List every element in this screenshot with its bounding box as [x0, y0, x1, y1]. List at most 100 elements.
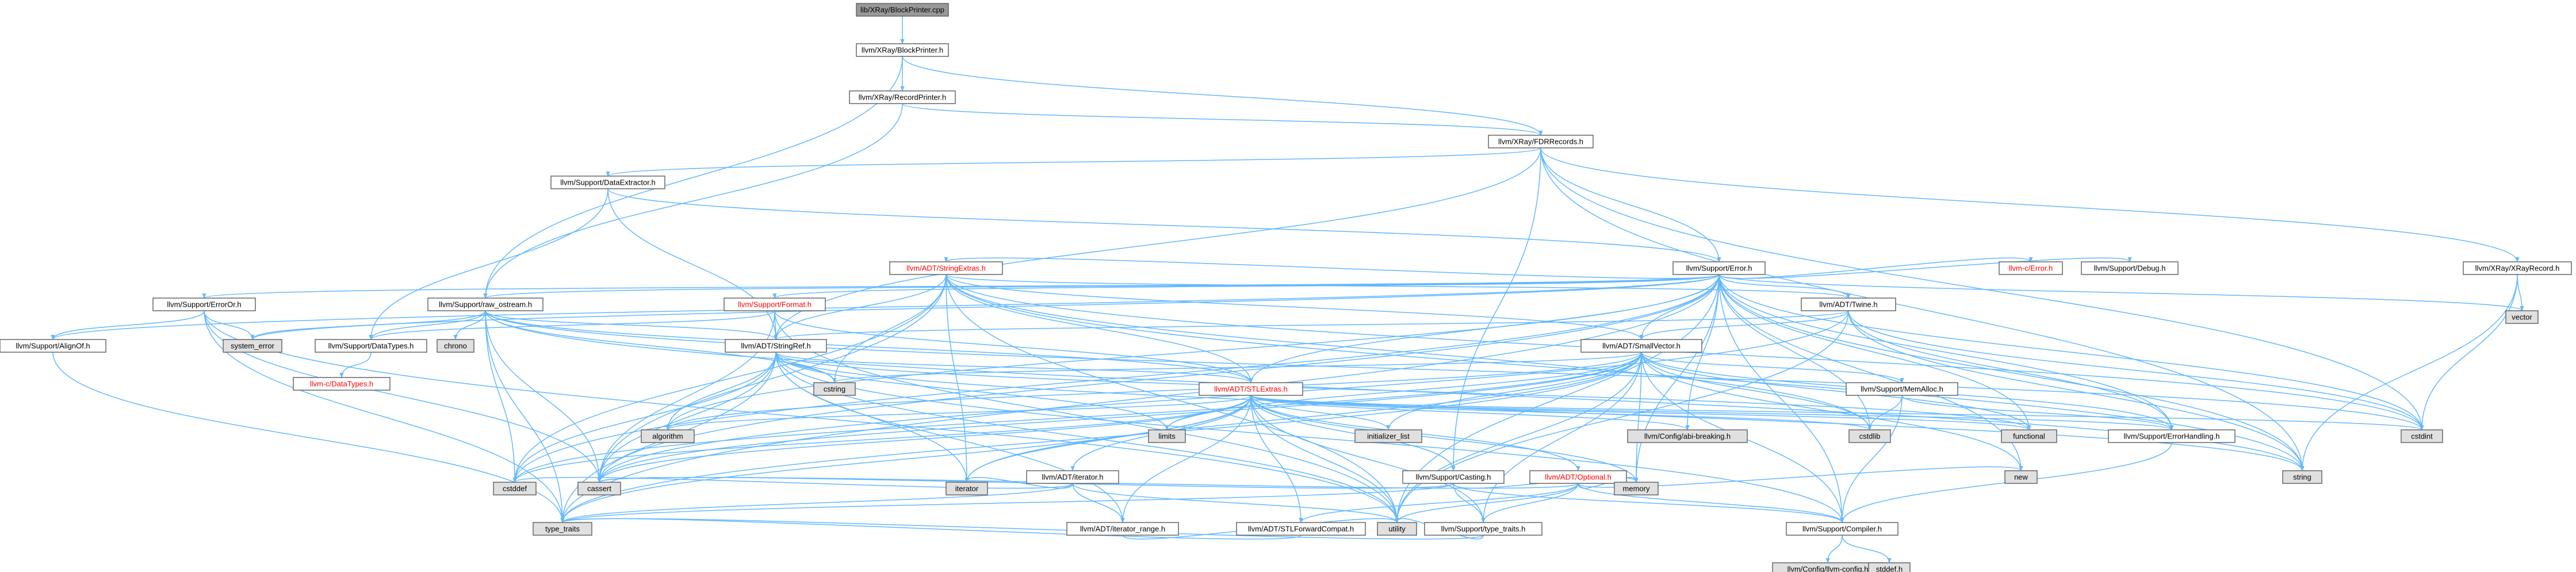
- edge-xrr-to-cstdint: [2420, 274, 2518, 430]
- node-chrono: chrono: [437, 339, 474, 353]
- node-triple[interactable]: llvm/ADT/Twine.h: [1801, 298, 1896, 311]
- edge-err-to-cerr: [1718, 257, 2033, 279]
- node-itrange[interactable]: llvm/ADT/iterator_range.h: [1066, 522, 1179, 536]
- node-label: llvm/Config/abi-breaking.h: [1644, 432, 1731, 440]
- edge-rp-to-ros: [483, 103, 903, 299]
- node-dt[interactable]: llvm/Support/DataTypes.h: [315, 339, 427, 353]
- node-sv[interactable]: llvm/ADT/SmallVector.h: [1580, 339, 1702, 353]
- edge-stl-to-cstddef: [512, 395, 1251, 483]
- node-functional: functional: [2001, 429, 2057, 443]
- edge-eo-to-cassert: [204, 310, 602, 483]
- edge-triple-to-string: [1848, 310, 2305, 471]
- edge-ros-to-stl: [485, 310, 1253, 383]
- node-label: memory: [1623, 484, 1650, 493]
- node-box: [2001, 429, 2057, 443]
- node-de[interactable]: llvm/Support/DataExtractor.h: [550, 176, 665, 189]
- node-memory: memory: [1614, 482, 1659, 495]
- node-cdt[interactable]: llvm-c/DataTypes.h: [293, 377, 391, 391]
- edge-triple-to-sv: [1639, 310, 1849, 340]
- edge-sv-to-algorithm: [665, 352, 1642, 430]
- node-se[interactable]: llvm/ADT/StringExtras.h: [889, 261, 1003, 275]
- edge-triple-to-cassert: [597, 310, 1849, 483]
- edge-stl-to-stlfwd: [1250, 395, 1303, 523]
- edge-se-to-cstdlib: [946, 274, 1872, 430]
- node-label: cstdint: [2411, 432, 2433, 440]
- node-box: [2108, 429, 2236, 443]
- node-stddef: stddef.h: [1868, 562, 1911, 572]
- node-label: stddef.h: [1876, 565, 1903, 572]
- node-typetraits_h[interactable]: llvm/Support/type_traits.h: [1424, 522, 1542, 536]
- edge-se-to-utility: [946, 274, 1399, 523]
- node-fmt[interactable]: llvm/Support/Format.h: [724, 298, 826, 311]
- edge-err-to-triple: [1718, 274, 1851, 299]
- edge-fdr-to-de: [606, 147, 1541, 177]
- node-iter[interactable]: llvm/ADT/iterator.h: [1026, 470, 1119, 484]
- node-box: [856, 3, 949, 17]
- node-box: [725, 339, 827, 353]
- edge-eo-to-align: [51, 310, 205, 340]
- node-malloc[interactable]: llvm/Support/MemAlloc.h: [1846, 382, 1958, 396]
- edge-opt-to-new: [1578, 466, 2023, 488]
- edge-stl-to-cstdint: [1250, 395, 2424, 430]
- node-label: llvm/ADT/STLForwardCompat.h: [1248, 524, 1354, 533]
- node-label: vector: [2512, 312, 2532, 321]
- node-align[interactable]: llvm/Support/AlignOf.h: [0, 339, 106, 353]
- node-label: system_error: [231, 341, 275, 350]
- node-label: initializer_list: [1367, 432, 1410, 440]
- node-cast[interactable]: llvm/Support/Casting.h: [1402, 470, 1505, 484]
- edge-se-to-cassert: [597, 274, 947, 483]
- edge-err-to-errh: [1718, 274, 2174, 430]
- node-algorithm: algorithm: [641, 429, 695, 443]
- edge-de-to-dt: [369, 188, 608, 340]
- node-stlfwd[interactable]: llvm/ADT/STLForwardCompat.h: [1236, 522, 1366, 536]
- node-box: [1529, 470, 1627, 484]
- node-compiler[interactable]: llvm/Support/Compiler.h: [1786, 522, 1898, 536]
- edge-sv-to-typetraits_h: [1481, 352, 1642, 523]
- edge-se-to-sv: [946, 274, 1644, 340]
- node-label: llvm/XRay/BlockPrinter.h: [862, 45, 943, 54]
- node-eo[interactable]: llvm/Support/ErrorOr.h: [152, 298, 256, 311]
- node-dbg[interactable]: llvm/Support/Debug.h: [2081, 261, 2179, 275]
- node-cerr[interactable]: llvm-c/Error.h: [1999, 261, 2063, 275]
- node-bp[interactable]: llvm/XRay/BlockPrinter.h: [856, 43, 949, 57]
- node-label: llvm-c/Error.h: [2009, 264, 2053, 272]
- edge-eo-to-utility: [204, 310, 1399, 523]
- node-box: [0, 339, 106, 353]
- node-ros[interactable]: llvm/Support/raw_ostream.h: [427, 298, 543, 311]
- edge-stl-to-errh: [1250, 395, 2174, 430]
- edge-rp-to-fdr: [902, 103, 1543, 136]
- edge-err-to-dbg: [1718, 257, 2132, 279]
- node-initlist: initializer_list: [1354, 429, 1422, 443]
- edge-ros-to-dt: [369, 310, 486, 340]
- node-label: llvm/ADT/Optional.h: [1545, 472, 1612, 481]
- node-root[interactable]: lib/XRay/BlockPrinter.cpp: [856, 3, 949, 17]
- node-sr[interactable]: llvm/ADT/StringRef.h: [725, 339, 827, 353]
- node-box: [2004, 470, 2038, 484]
- node-errh[interactable]: llvm/Support/ErrorHandling.h: [2108, 429, 2236, 443]
- edge-err-to-cstdint: [1718, 274, 2424, 430]
- edge-stl-to-utility: [1250, 395, 1399, 523]
- node-label: llvm/ADT/SmallVector.h: [1602, 341, 1681, 350]
- node-box: [1354, 429, 1422, 443]
- node-label: llvm/XRay/RecordPrinter.h: [859, 93, 946, 101]
- node-box: [2401, 429, 2443, 443]
- header-nodes: lib/XRay/BlockPrinter.cpp llvm/XRay/Block…: [0, 3, 2572, 572]
- edge-err-to-vector: [1718, 274, 2524, 311]
- node-opt[interactable]: llvm/ADT/Optional.h: [1529, 470, 1627, 484]
- edge-triple-to-errh: [1848, 310, 2174, 430]
- node-err[interactable]: llvm/Support/Error.h: [1672, 261, 1766, 275]
- node-syserr: system_error: [223, 339, 282, 353]
- node-label: llvm/XRay/XRayRecord.h: [2475, 264, 2560, 272]
- edge-sv-to-cassert: [597, 352, 1642, 483]
- node-xrr[interactable]: llvm/XRay/XRayRecord.h: [2463, 261, 2572, 275]
- node-rp[interactable]: llvm/XRay/RecordPrinter.h: [849, 90, 956, 104]
- node-box: [550, 176, 665, 189]
- node-stl[interactable]: llvm/ADT/STLExtras.h: [1199, 382, 1303, 396]
- edge-sr-to-algorithm: [665, 352, 776, 430]
- edge-compiler-to-stddef: [1842, 535, 1892, 563]
- node-box: [1848, 429, 1891, 443]
- node-fdr[interactable]: llvm/XRay/FDRRecords.h: [1488, 135, 1594, 148]
- edge-se-to-sr: [774, 274, 947, 340]
- node-new: new: [2004, 470, 2038, 484]
